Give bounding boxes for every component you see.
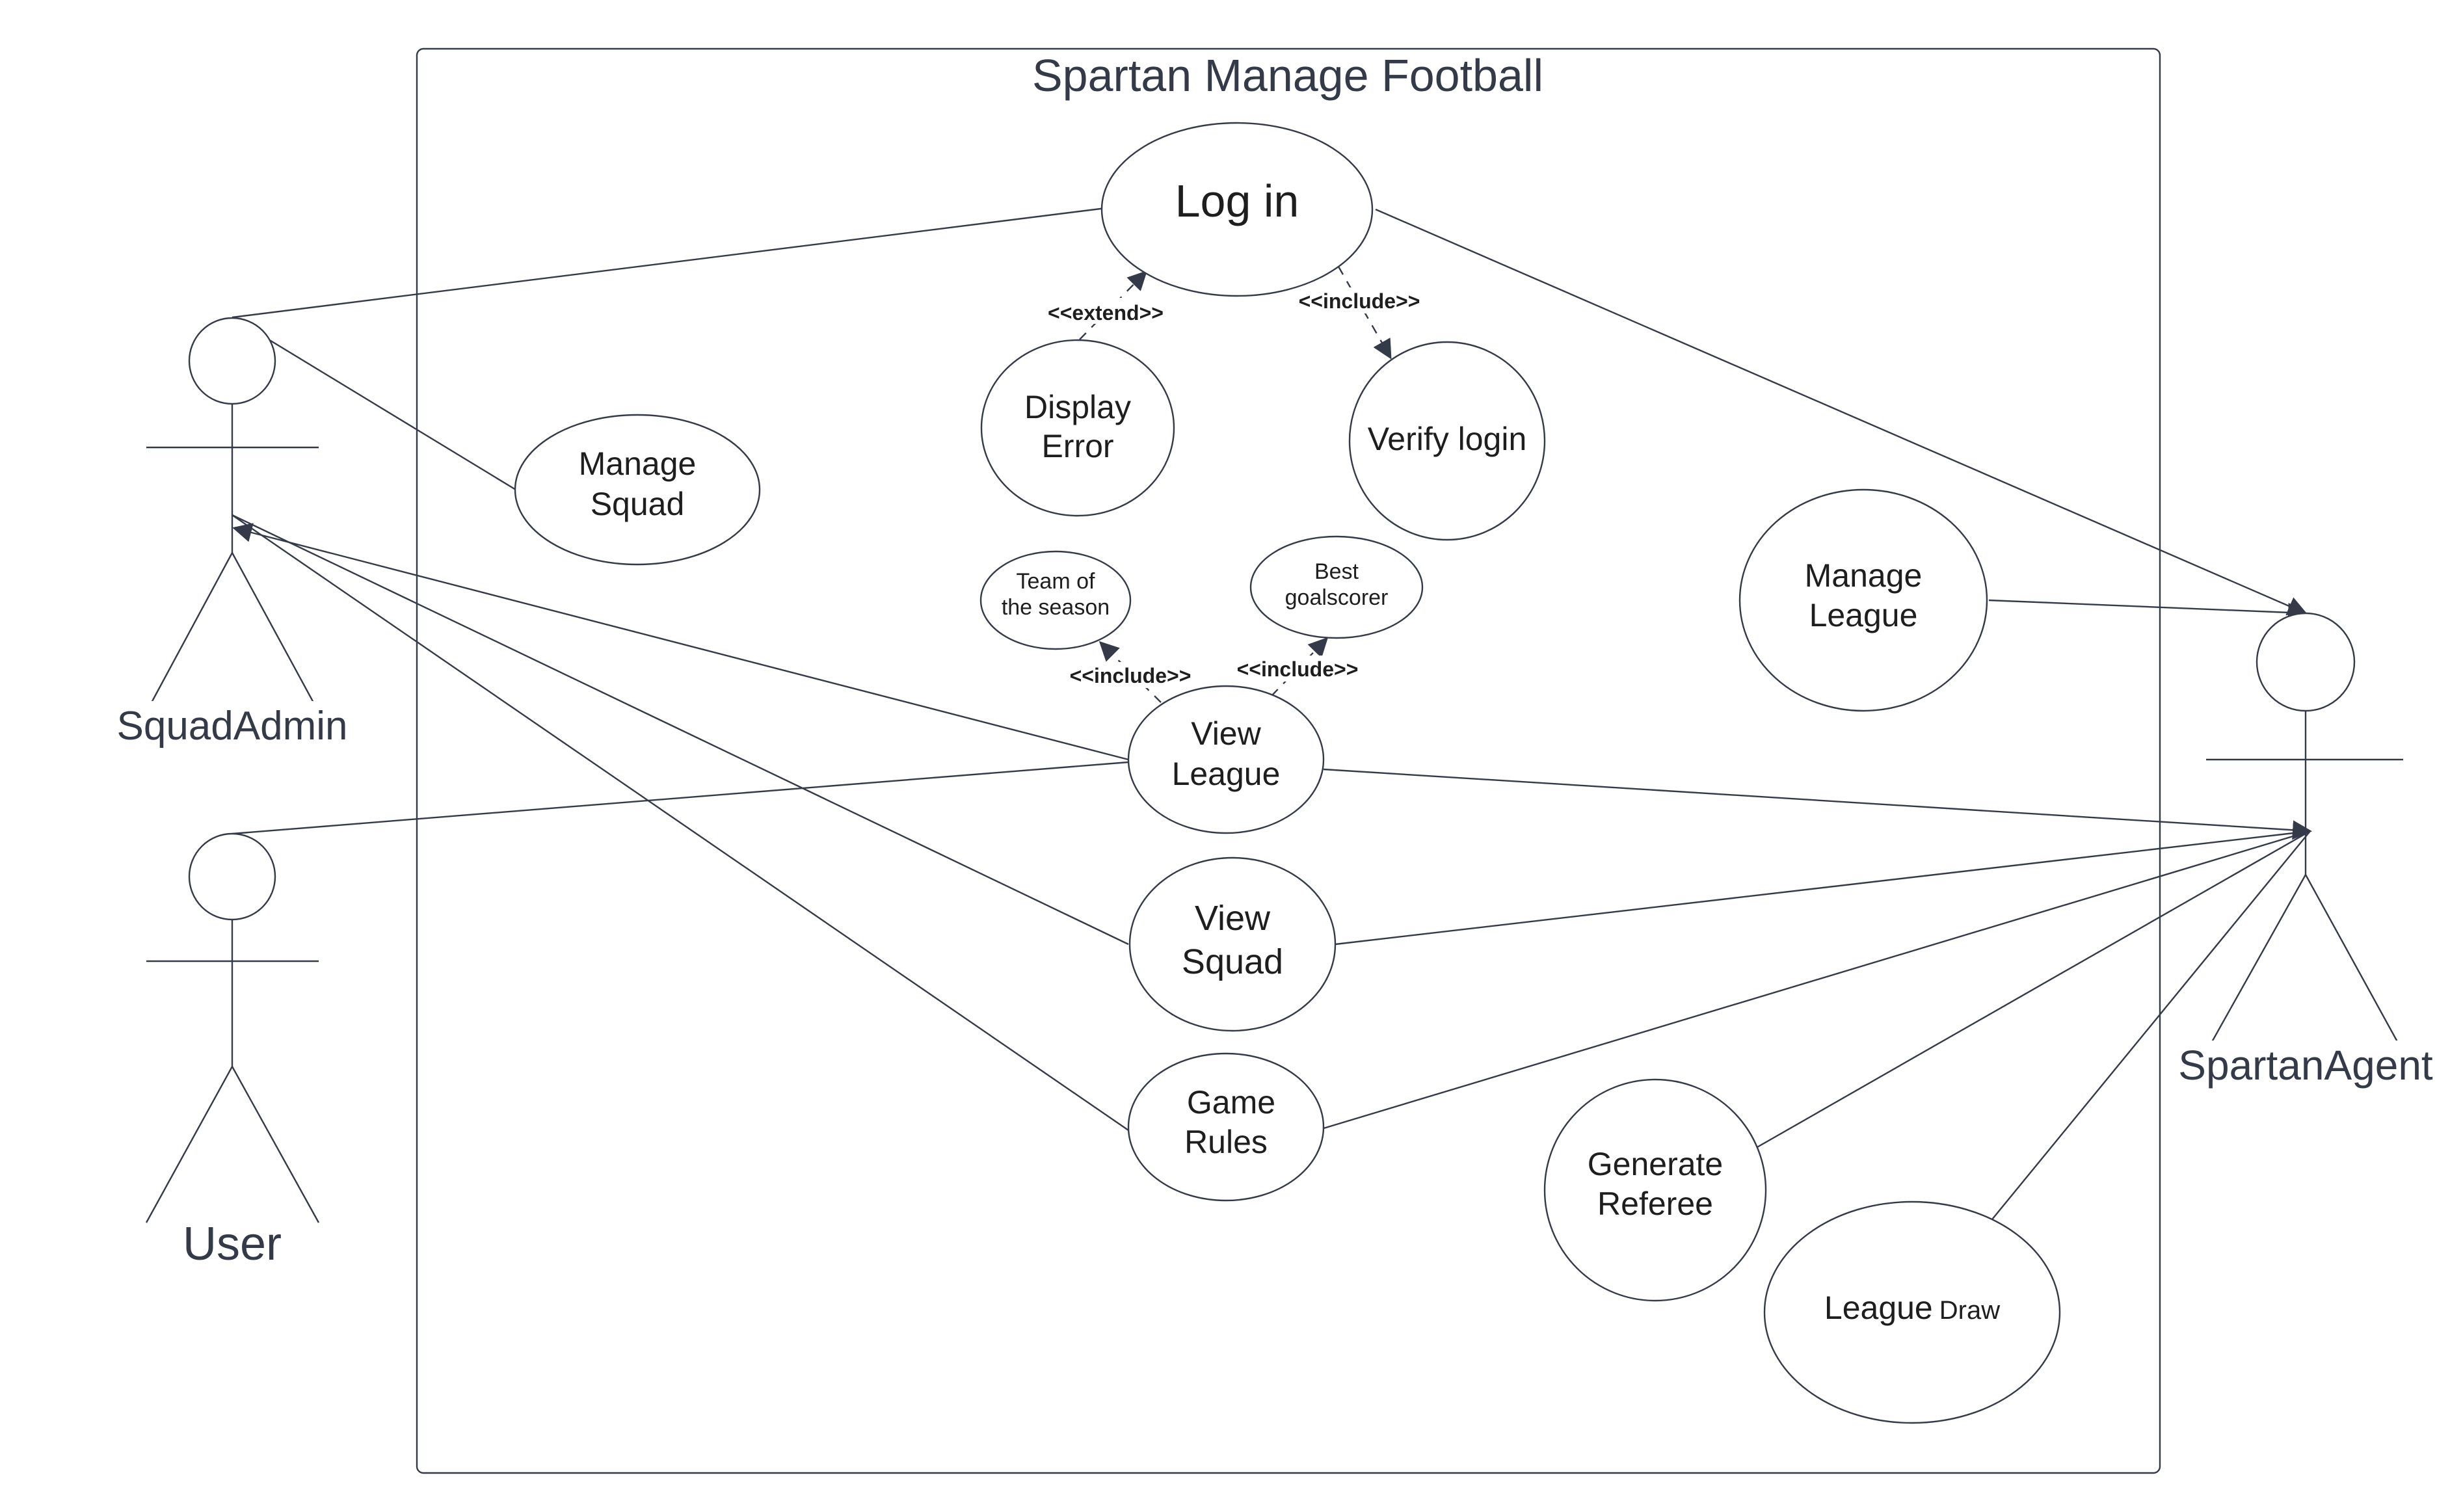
use-case-team-of-the-season-line1: Team of <box>1017 569 1095 594</box>
use-case-manage-squad[interactable]: Manage Squad <box>514 414 761 566</box>
use-case-best-goalscorer-line1: Best <box>1314 559 1359 584</box>
use-case-display-error[interactable]: Display Error <box>980 339 1175 517</box>
use-case-view-league-line2: League <box>1172 756 1281 792</box>
use-case-display-error-line2: Error <box>1041 428 1113 464</box>
use-case-view-league-line1: View <box>1191 715 1261 752</box>
use-case-league-draw-word1: League <box>1824 1290 1933 1326</box>
use-case-view-squad-line1: View <box>1195 899 1271 938</box>
use-case-log-in[interactable]: Log in <box>1100 122 1374 297</box>
use-case-log-in-label: Log in <box>1175 176 1299 226</box>
use-case-best-goalscorer[interactable]: Best goalscorer <box>1249 535 1424 639</box>
system-title: Spartan Manage Football <box>1032 50 1543 101</box>
use-case-manage-squad-line1: Manage <box>579 445 697 482</box>
use-case-verify-login-label: Verify login <box>1368 421 1527 457</box>
use-case-view-league[interactable]: View League <box>1127 685 1325 834</box>
assoc-user-view-league <box>232 761 1129 835</box>
use-case-league-draw-word2: Draw <box>1939 1296 2000 1325</box>
association-lines <box>232 207 2312 1220</box>
use-case-best-goalscorer-line2: goalscorer <box>1285 585 1389 610</box>
assoc-generate-referee-spartanagent <box>1755 830 2311 1149</box>
assoc-game-rules-spartanagent <box>1323 830 2311 1130</box>
use-case-manage-league-line1: Manage <box>1805 557 1923 594</box>
include-team-label: <<include>> <box>1070 664 1192 687</box>
actor-spartanagent[interactable]: SpartanAgent <box>2176 612 2436 1089</box>
use-case-generate-referee[interactable]: Generate Referee <box>1543 1078 1767 1302</box>
use-case-manage-league[interactable]: Manage League <box>1738 488 1988 712</box>
assoc-manage-league-spartanagent <box>1988 599 2308 622</box>
assoc-view-league-spartanagent <box>1323 768 2312 840</box>
use-case-manage-squad-line2: Squad <box>591 486 685 522</box>
assoc-view-squad-spartanagent <box>1335 830 2311 946</box>
stereotype-labels: <<extend>> <<include>> <<include>> <<inc… <box>1041 287 1423 688</box>
use-case-game-rules-line2: Rules <box>1184 1124 1268 1160</box>
use-case-manage-league-line2: League <box>1809 597 1918 633</box>
use-case-game-rules[interactable]: Game Rules <box>1127 1052 1325 1202</box>
include-scorer-label: <<include>> <box>1237 657 1359 681</box>
use-case-generate-referee-line2: Referee <box>1597 1186 1713 1222</box>
use-case-verify-login[interactable]: Verify login <box>1348 341 1546 541</box>
include-verify-label: <<include>> <box>1299 289 1420 313</box>
assoc-league-draw-spartanagent <box>1991 830 2311 1220</box>
use-case-team-of-the-season-line2: the season <box>1002 595 1110 620</box>
actor-squadadmin[interactable]: SquadAdmin <box>111 317 354 749</box>
assoc-squadadmin-view-league <box>232 523 1129 761</box>
extend-label: <<extend>> <box>1048 301 1164 325</box>
use-case-view-squad-line2: Squad <box>1182 942 1283 981</box>
assoc-squadadmin-manage-squad <box>232 316 516 491</box>
assoc-squadadmin-view-squad <box>232 514 1129 946</box>
assoc-squadadmin-game-rules <box>232 514 1129 1131</box>
use-case-team-of-the-season[interactable]: Team of the season <box>979 550 1132 650</box>
use-case-view-squad[interactable]: View Squad <box>1128 856 1337 1032</box>
actor-squadadmin-label: SquadAdmin <box>116 704 347 749</box>
assoc-login-spartanagent <box>1375 208 2308 616</box>
use-case-game-rules-line1: Game <box>1187 1084 1275 1121</box>
assoc-squadadmin-login <box>232 207 1106 319</box>
actor-user-label: User <box>183 1218 282 1270</box>
actor-spartanagent-label: SpartanAgent <box>2178 1042 2433 1089</box>
actor-user[interactable]: User <box>145 832 320 1270</box>
use-case-generate-referee-line1: Generate <box>1588 1146 1723 1182</box>
use-case-display-error-line1: Display <box>1024 389 1131 425</box>
